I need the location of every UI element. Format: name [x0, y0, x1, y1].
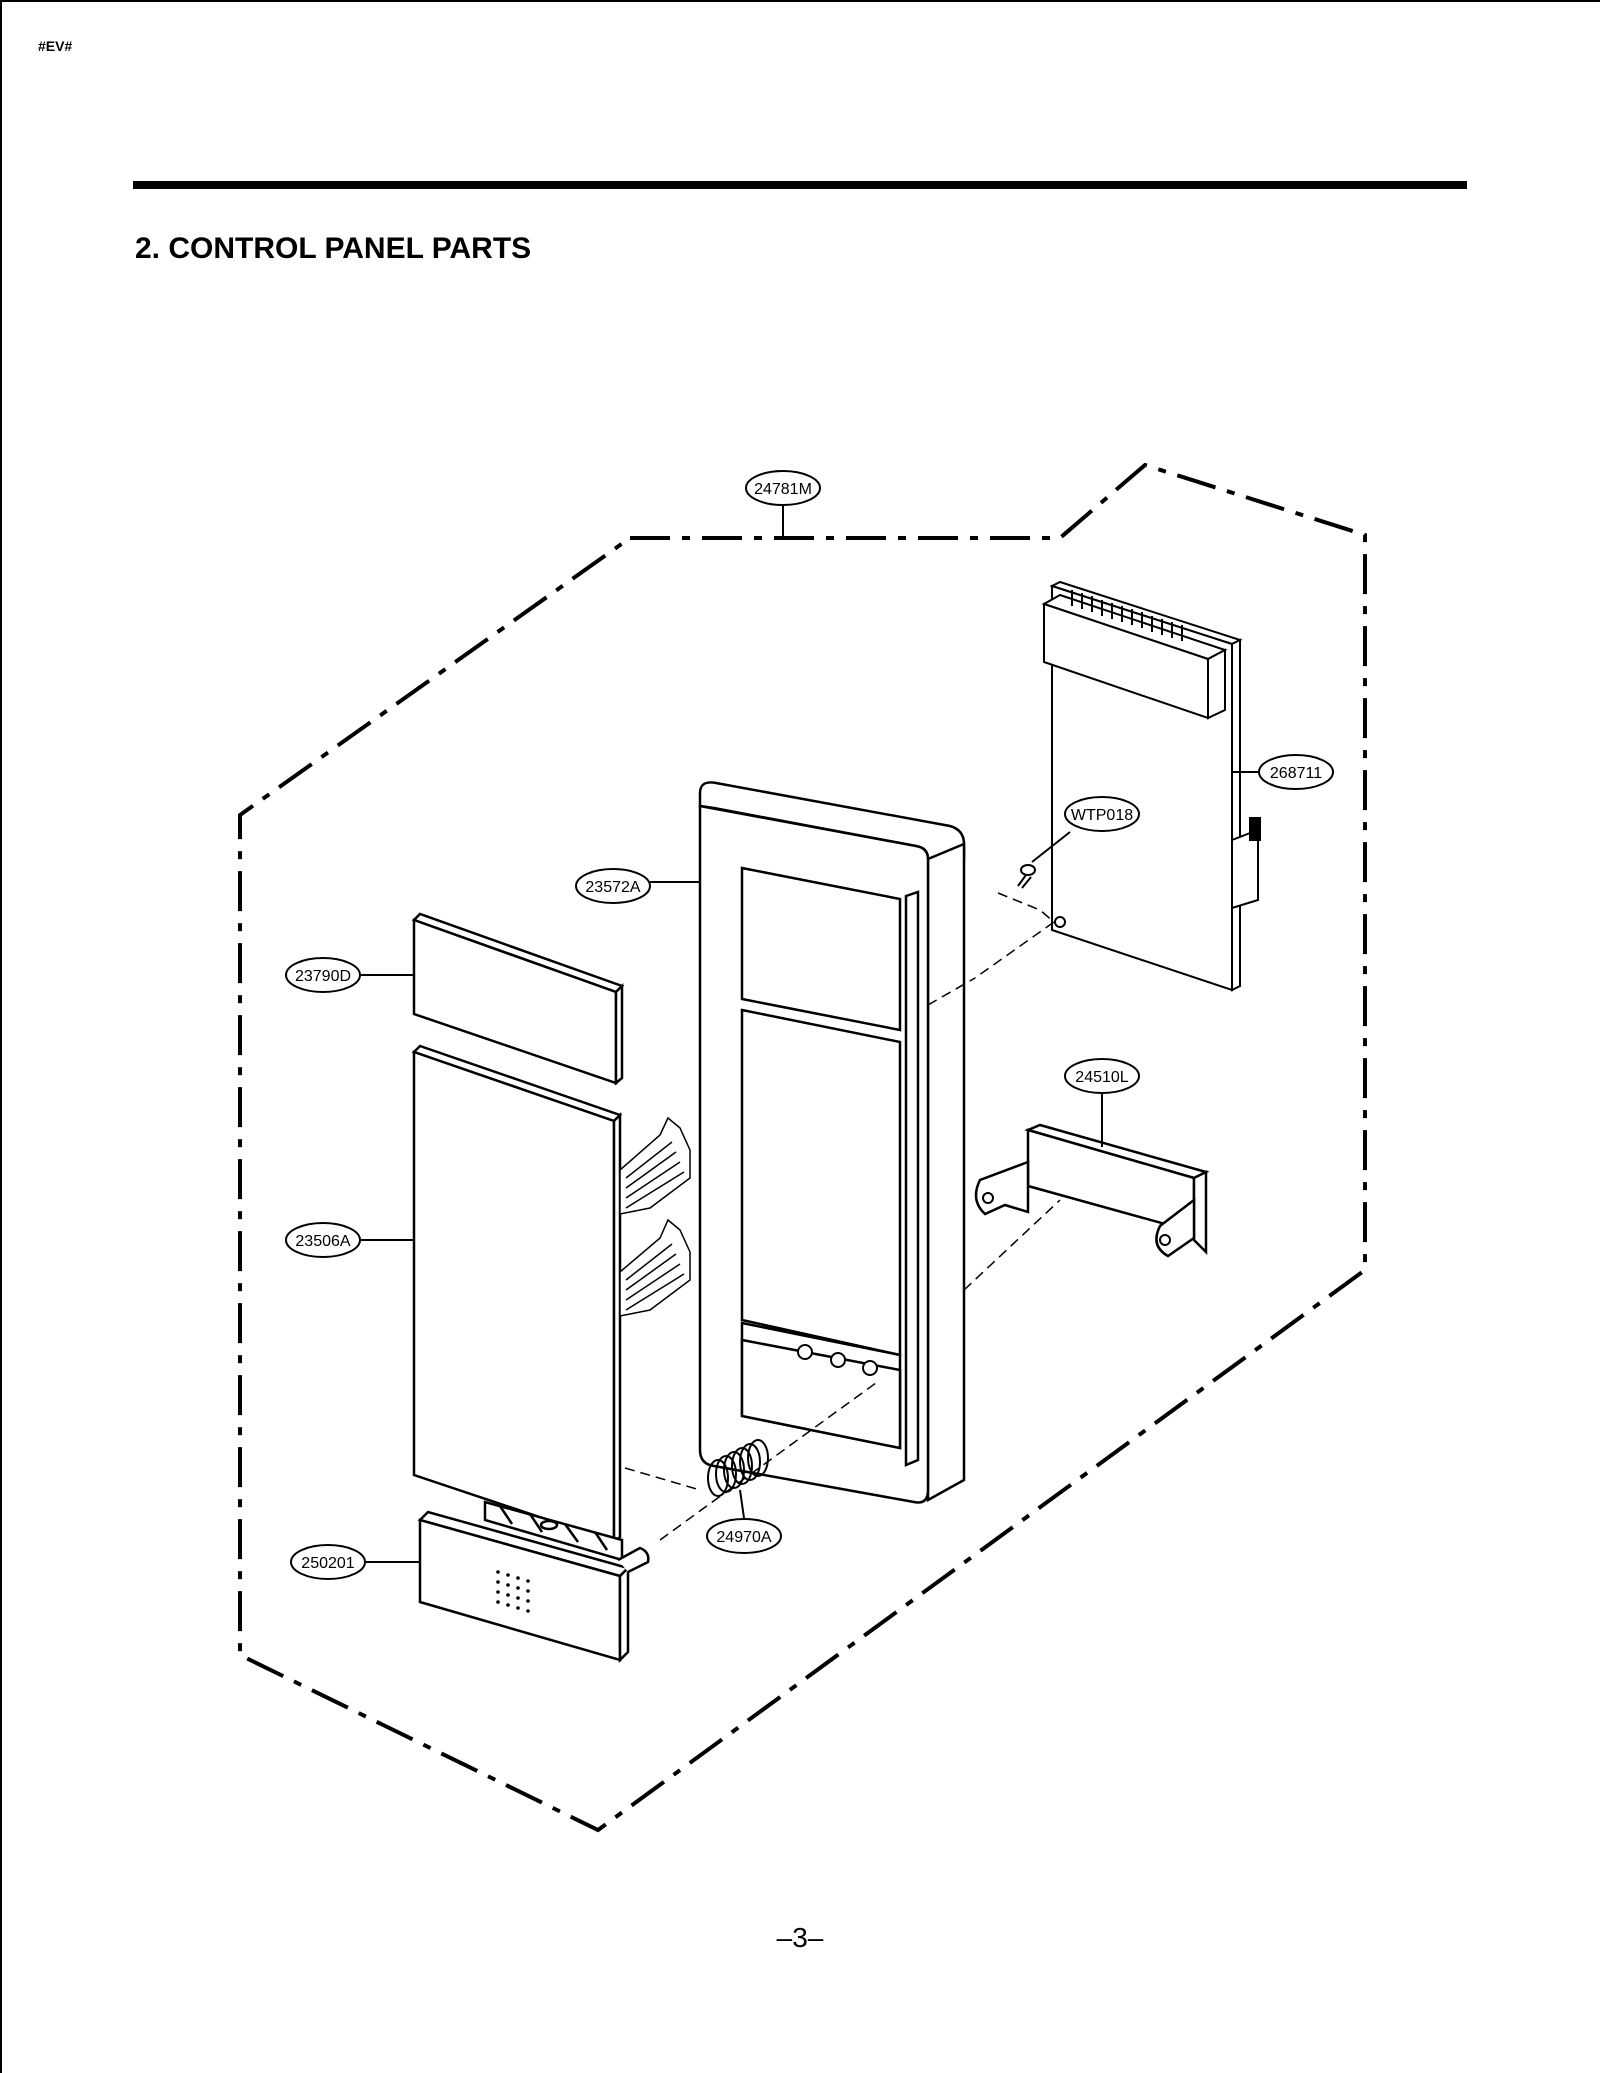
callout-pcb-label: 268711 [1270, 765, 1322, 782]
callout-assembly: 24781M [745, 470, 821, 506]
frame-pcb-guide [927, 977, 976, 1006]
callout-bracket: 24510L [1064, 1058, 1140, 1094]
callout-screw: WTP018 [1064, 796, 1140, 832]
callout-assembly-label: 24781M [754, 481, 812, 498]
callout-door-button: 250201 [290, 1544, 366, 1580]
title-rule [133, 181, 1467, 189]
screw [1017, 864, 1036, 889]
document-tag: #EV# [38, 38, 73, 54]
callout-membrane-sheet: 23506A [285, 1222, 361, 1258]
callout-bracket-label: 24510L [1075, 1069, 1128, 1086]
section-title: 2. CONTROL PANEL PARTS [135, 232, 532, 265]
callout-display-window-label: 23790D [295, 968, 351, 985]
spring-guide [659, 1379, 881, 1541]
callout-pcb: 268711 [1258, 754, 1334, 790]
screw-guide [974, 892, 1056, 979]
frame-bracket-guide [963, 1199, 1061, 1291]
display-window [411, 912, 625, 1086]
door-button [417, 1500, 650, 1664]
ribbon-cable-lower [619, 1218, 691, 1317]
callout-spring: 24970A [706, 1518, 782, 1554]
pcb-board [1041, 580, 1261, 992]
membrane-frame-guide [624, 1467, 701, 1491]
callout-spring-label: 24970A [716, 1529, 771, 1546]
callout-display-window: 23790D [285, 957, 361, 993]
spring [707, 1439, 769, 1497]
door-button-grille [496, 1570, 530, 1613]
callout-panel-frame: 23572A [575, 868, 651, 904]
screw-leader [1031, 831, 1071, 863]
callout-door-button-label: 250201 [301, 1555, 354, 1572]
panel-frame [698, 781, 966, 1504]
pcb-connector-pins [1071, 590, 1183, 641]
spring-leader [739, 1489, 745, 1519]
page-number: –3– [776, 1922, 824, 1953]
membrane-sheet [411, 1044, 623, 1545]
bracket-holes [982, 1192, 1171, 1246]
callout-membrane-sheet-label: 23506A [295, 1233, 350, 1250]
panel-switch-holes [797, 1344, 878, 1376]
ribbon-cable-upper [619, 1116, 691, 1215]
assembly-boundary [238, 462, 1367, 1833]
bracket [974, 1123, 1210, 1258]
callout-screw-label: WTP018 [1071, 807, 1133, 824]
callout-panel-frame-label: 23572A [585, 879, 640, 896]
